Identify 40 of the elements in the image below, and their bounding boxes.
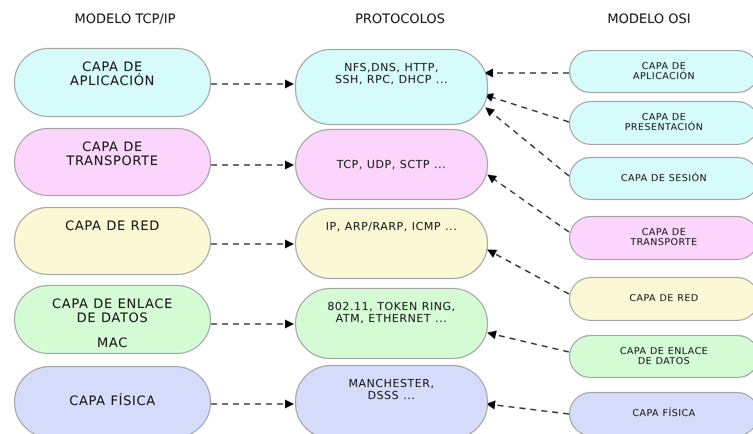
layer-label: CAPA DE ENLACE DE DATOS	[51, 298, 174, 326]
layer-pill	[295, 49, 488, 125]
layer-pill	[569, 392, 753, 434]
layer-pill	[569, 50, 753, 93]
dashed-arrow	[487, 330, 570, 353]
dashed-arrow	[211, 400, 294, 408]
layer-label: MAC	[97, 337, 128, 351]
layer-pill	[569, 216, 753, 260]
layer-label: MANCHESTER, DSSS ...	[348, 378, 436, 402]
dashed-arrow	[486, 400, 570, 415]
layer-label: CAPA DE TRANSPORTE	[629, 228, 699, 248]
layer-label: CAPA DE RED	[65, 220, 160, 234]
dashed-arrow	[484, 68, 569, 78]
layer-label: CAPA DE RED	[629, 294, 699, 304]
layer-label: CAPA DE PRESENTACIÓN	[624, 113, 704, 133]
layer-label: 802.11, TOKEN RING, ATM, ETHERNET ...	[326, 301, 457, 324]
dashed-arrow	[487, 174, 570, 233]
layer-label: TCP, UDP, SCTP ...	[336, 158, 446, 170]
dashed-arrow	[211, 80, 294, 88]
column-heading: PROTOCOLOS	[355, 11, 445, 29]
layer-pill	[569, 277, 753, 321]
dashed-arrow	[485, 107, 570, 176]
dashed-arrow	[211, 320, 294, 328]
layer-label: IP, ARP/RARP, ICMP ...	[326, 221, 458, 233]
dashed-arrow	[487, 249, 570, 295]
layer-label: CAPA DE ENLACE DE DATOS	[618, 346, 710, 366]
layer-label: CAPA DE TRANSPORTE	[65, 141, 160, 168]
dashed-arrow	[211, 240, 294, 248]
layer-label: CAPA DE SESIÓN	[620, 174, 708, 184]
layer-label: CAPA FÍSICA	[69, 395, 156, 409]
layer-pill	[569, 101, 753, 145]
layer-label: CAPA DE APLICACIÓN	[632, 62, 696, 82]
layer-label: NFS,DNS, HTTP, SSH, RPC, DHCP ...	[334, 62, 449, 86]
layer-pill	[569, 157, 753, 200]
layer-label: CAPA FÍSICA	[632, 409, 696, 419]
column-heading: MODELO OSI	[607, 11, 691, 29]
layer-pill	[569, 335, 753, 378]
dashed-arrow	[211, 160, 294, 170]
layer-label: CAPA DE APLICACIÓN	[69, 61, 156, 88]
column-heading: MODELO TCP/IP	[74, 11, 176, 29]
